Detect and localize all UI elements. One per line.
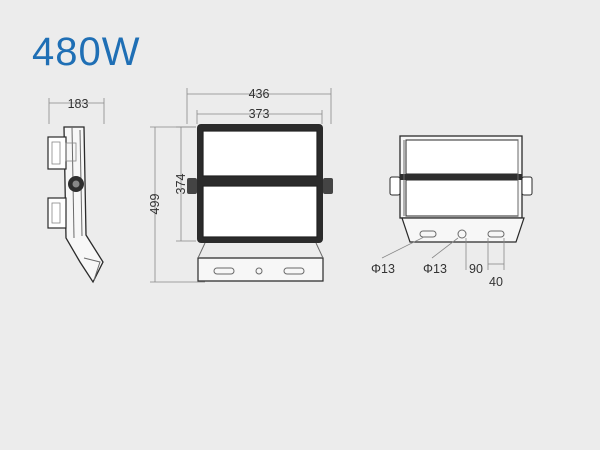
back-leader-2 [431, 237, 459, 259]
side-view: 183 [47, 97, 105, 284]
back-hole-center [457, 229, 467, 239]
back-view: Φ13 Φ13 90 40 [371, 135, 533, 289]
back-panel-bottom [405, 179, 519, 217]
front-slot-left [213, 267, 235, 275]
front-led-panel-bottom [202, 185, 318, 238]
front-mount-arm-left [197, 242, 206, 259]
side-upper-module-inner [51, 141, 61, 165]
front-width-outer-label: 436 [249, 87, 270, 101]
front-bracket-left [187, 178, 197, 194]
back-bracket-left [389, 176, 401, 196]
side-upper-bracket [65, 142, 77, 162]
front-mount-bracket [197, 257, 324, 282]
back-hole-label-1: Φ13 [371, 262, 395, 276]
back-hole-label-2: Φ13 [423, 262, 447, 276]
front-height-inner-label: 374 [174, 174, 188, 195]
front-width-inner-label: 373 [249, 107, 270, 121]
back-slot-label-1: 90 [469, 262, 483, 276]
front-hole-center [255, 267, 263, 275]
front-led-panel-top [202, 130, 318, 177]
back-slot-label-2: 40 [489, 275, 503, 289]
front-bracket-right [323, 178, 333, 194]
side-housing [63, 126, 104, 284]
back-divider [400, 174, 522, 180]
side-lower-module-inner [51, 202, 61, 224]
side-foot [83, 257, 101, 281]
page-title: 480W [32, 30, 141, 74]
side-width-label: 183 [68, 97, 89, 111]
front-height-outer-label: 499 [148, 194, 162, 215]
front-slot-right [283, 267, 305, 275]
back-slot-left [419, 230, 437, 238]
back-bracket-right [521, 176, 533, 196]
front-view: 436 373 499 374 [148, 87, 333, 283]
side-lower-module [47, 197, 67, 229]
front-mount-arm-right [315, 242, 324, 259]
side-knob-center [72, 180, 80, 188]
back-slot-right [487, 230, 505, 238]
back-panel-top [405, 139, 519, 175]
back-leader-1 [381, 236, 425, 259]
